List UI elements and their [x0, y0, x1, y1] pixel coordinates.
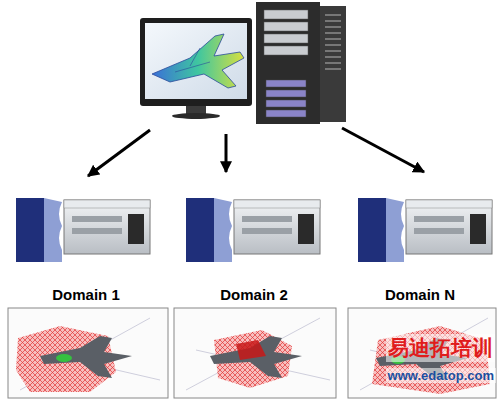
domain-group: Domain 1	[48, 286, 124, 307]
distribution-arrow	[88, 128, 424, 176]
domain-hardware	[16, 198, 492, 262]
domain-label: Domain N	[381, 286, 460, 303]
domain-label: Domain 1	[48, 286, 124, 303]
domain-screenshot	[8, 308, 496, 398]
domain-label: Domain 2	[216, 286, 292, 303]
tower-server	[256, 2, 346, 124]
domain-group: Domain 2	[216, 286, 292, 307]
domain-group: Domain N	[381, 286, 460, 307]
watermark-text: 易迪拓培训	[386, 334, 495, 362]
monitor	[140, 18, 252, 119]
watermark-url: www.edatop.com	[386, 368, 496, 383]
